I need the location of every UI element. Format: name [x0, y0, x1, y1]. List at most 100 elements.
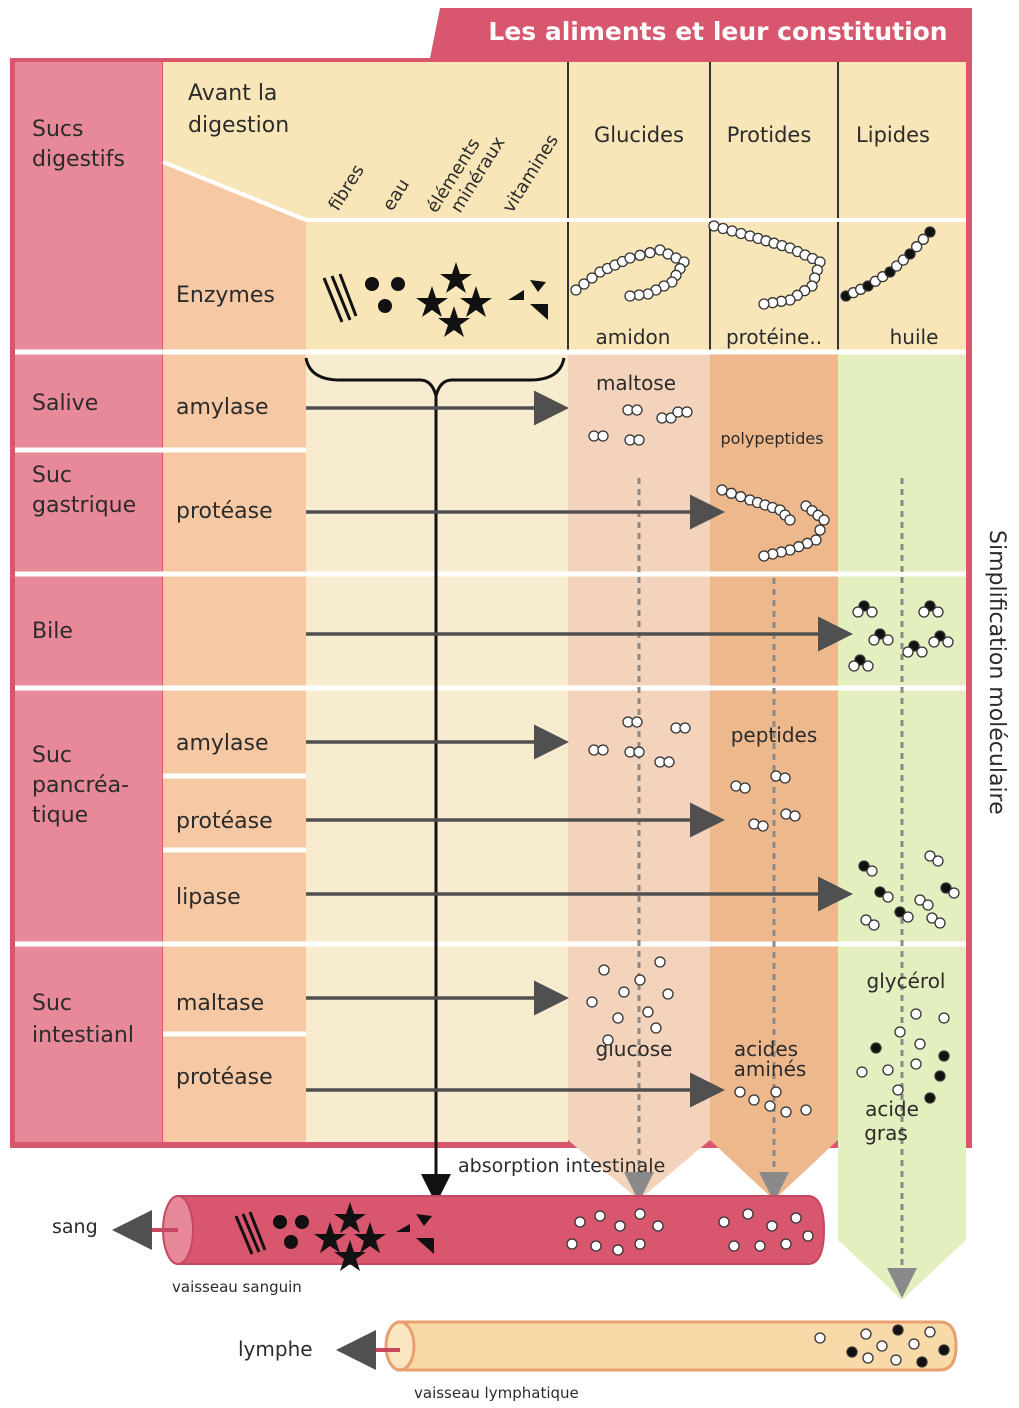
molecule-bead	[594, 1210, 606, 1222]
molecule-bead	[852, 606, 864, 618]
molecule-bead	[662, 988, 674, 1000]
molecule-bead	[924, 1092, 936, 1104]
molecule-bead	[612, 1244, 624, 1256]
molecule-bead	[650, 1022, 662, 1034]
side-label: Simplification moléculaire	[984, 530, 1009, 815]
molecule-bead	[892, 1084, 904, 1096]
molecule-bead	[938, 1012, 950, 1024]
molecule-bead	[779, 772, 791, 784]
molecule-bead	[764, 1100, 776, 1112]
blood-vitamines-icon	[396, 1214, 434, 1254]
molecule-bead	[654, 956, 666, 968]
molecule-bead	[932, 606, 944, 618]
absorption-label: absorption intestinale	[458, 1155, 665, 1177]
molecule-bead	[780, 808, 792, 820]
molecule-bead	[597, 430, 609, 442]
molecule-bead	[814, 1332, 826, 1344]
molecule-bead	[748, 1094, 760, 1106]
header-area	[163, 62, 966, 220]
molecule-bead	[911, 241, 923, 253]
molecule-bead	[924, 226, 936, 238]
molecule-bead	[910, 1008, 922, 1020]
enzyme-protease-gastrique: protéase	[176, 499, 273, 524]
vaisseau-sanguin-label: vaisseau sanguin	[172, 1278, 302, 1296]
product-amines: aminés	[734, 1057, 807, 1081]
molecule-bead	[870, 1042, 882, 1054]
molecule-bead	[728, 1240, 740, 1252]
molecule-bead	[874, 886, 886, 898]
suc-gastrique-2: gastrique	[32, 493, 136, 518]
suc-pancreatique: Suc	[32, 743, 72, 768]
eau-icon	[365, 277, 405, 313]
molecule-bead	[770, 770, 782, 782]
row-separators	[15, 349, 966, 1037]
amidon-molecule-icon	[570, 244, 690, 302]
suc-intestinal: Suc	[32, 991, 72, 1016]
molecule-bead	[748, 818, 760, 830]
product-acide: acide	[865, 1097, 919, 1121]
molecule-bead	[570, 284, 582, 296]
molecule-bead	[631, 404, 643, 416]
molecules-group	[586, 404, 960, 1118]
sucs-column	[15, 62, 162, 1142]
product-acides: acides	[734, 1037, 798, 1061]
enzymes-column	[163, 62, 306, 1142]
molecule-bead	[914, 1038, 926, 1050]
lymph-lipids-icon	[814, 1324, 950, 1368]
enzymes-header: Enzymes	[176, 283, 275, 308]
suc-pancreatique-3: tique	[32, 803, 88, 828]
proteine-molecule-icon	[708, 220, 826, 310]
blood-vessel	[177, 1195, 826, 1265]
molecule-bead	[860, 914, 872, 926]
molecule-bead	[725, 487, 737, 499]
molecule-bead	[754, 1240, 766, 1252]
molecule-bead	[602, 1034, 614, 1046]
col-protides: Protides	[727, 123, 812, 147]
molecule-bead	[758, 298, 770, 310]
molecule-bead	[758, 550, 770, 562]
avant-label-2: digestion	[188, 113, 289, 138]
molecule-bead	[716, 484, 728, 496]
suc-bile: Bile	[32, 619, 73, 644]
molecule-bead	[894, 906, 906, 918]
molecule-bead	[739, 782, 751, 794]
molecule-bead	[908, 1338, 920, 1350]
title-tab	[430, 8, 972, 58]
molecule-bead	[624, 290, 636, 302]
molecule-bead	[634, 1238, 646, 1250]
molecule-bead	[858, 860, 870, 872]
suc-gastrique: Suc	[32, 463, 72, 488]
molecule-bead	[926, 912, 938, 924]
molecule-bead	[624, 252, 636, 264]
molecule-bead	[780, 1106, 792, 1118]
mineraux-icon	[416, 262, 492, 337]
product-peptides: peptides	[731, 723, 818, 747]
molecule-bead	[566, 1238, 578, 1250]
molecule-bead	[910, 1058, 922, 1070]
molecule-bead	[742, 1208, 754, 1220]
molecule-bead	[634, 974, 646, 986]
product-polypeptides: polypeptides	[720, 429, 823, 448]
molecule-bead	[862, 660, 874, 672]
lymph-vessel	[396, 1320, 958, 1372]
molecule-bead	[917, 233, 929, 245]
enzyme-lipase: lipase	[176, 885, 241, 910]
enzyme-protease-intestin: protéase	[176, 1065, 273, 1090]
suc-pancreatique-2: pancréa-	[32, 773, 129, 798]
col-glucides: Glucides	[594, 123, 684, 147]
product-gras: gras	[864, 1121, 908, 1145]
molecule-bead	[718, 1216, 730, 1228]
molecule-bead	[766, 1220, 778, 1232]
molecule-bead	[924, 850, 936, 862]
molecule-bead	[868, 634, 880, 646]
molecule-bead	[634, 1208, 646, 1220]
vitamines-icon	[508, 280, 548, 320]
molecule-bead	[633, 746, 645, 758]
molecule-bead	[789, 810, 801, 822]
molecule-bead	[948, 887, 960, 899]
col-lipides: Lipides	[856, 123, 930, 147]
molecule-bead	[735, 491, 747, 503]
molecule-bead	[818, 514, 830, 526]
molecule-bead	[882, 1064, 894, 1076]
suc-intestinal-2: intestianl	[32, 1023, 134, 1048]
